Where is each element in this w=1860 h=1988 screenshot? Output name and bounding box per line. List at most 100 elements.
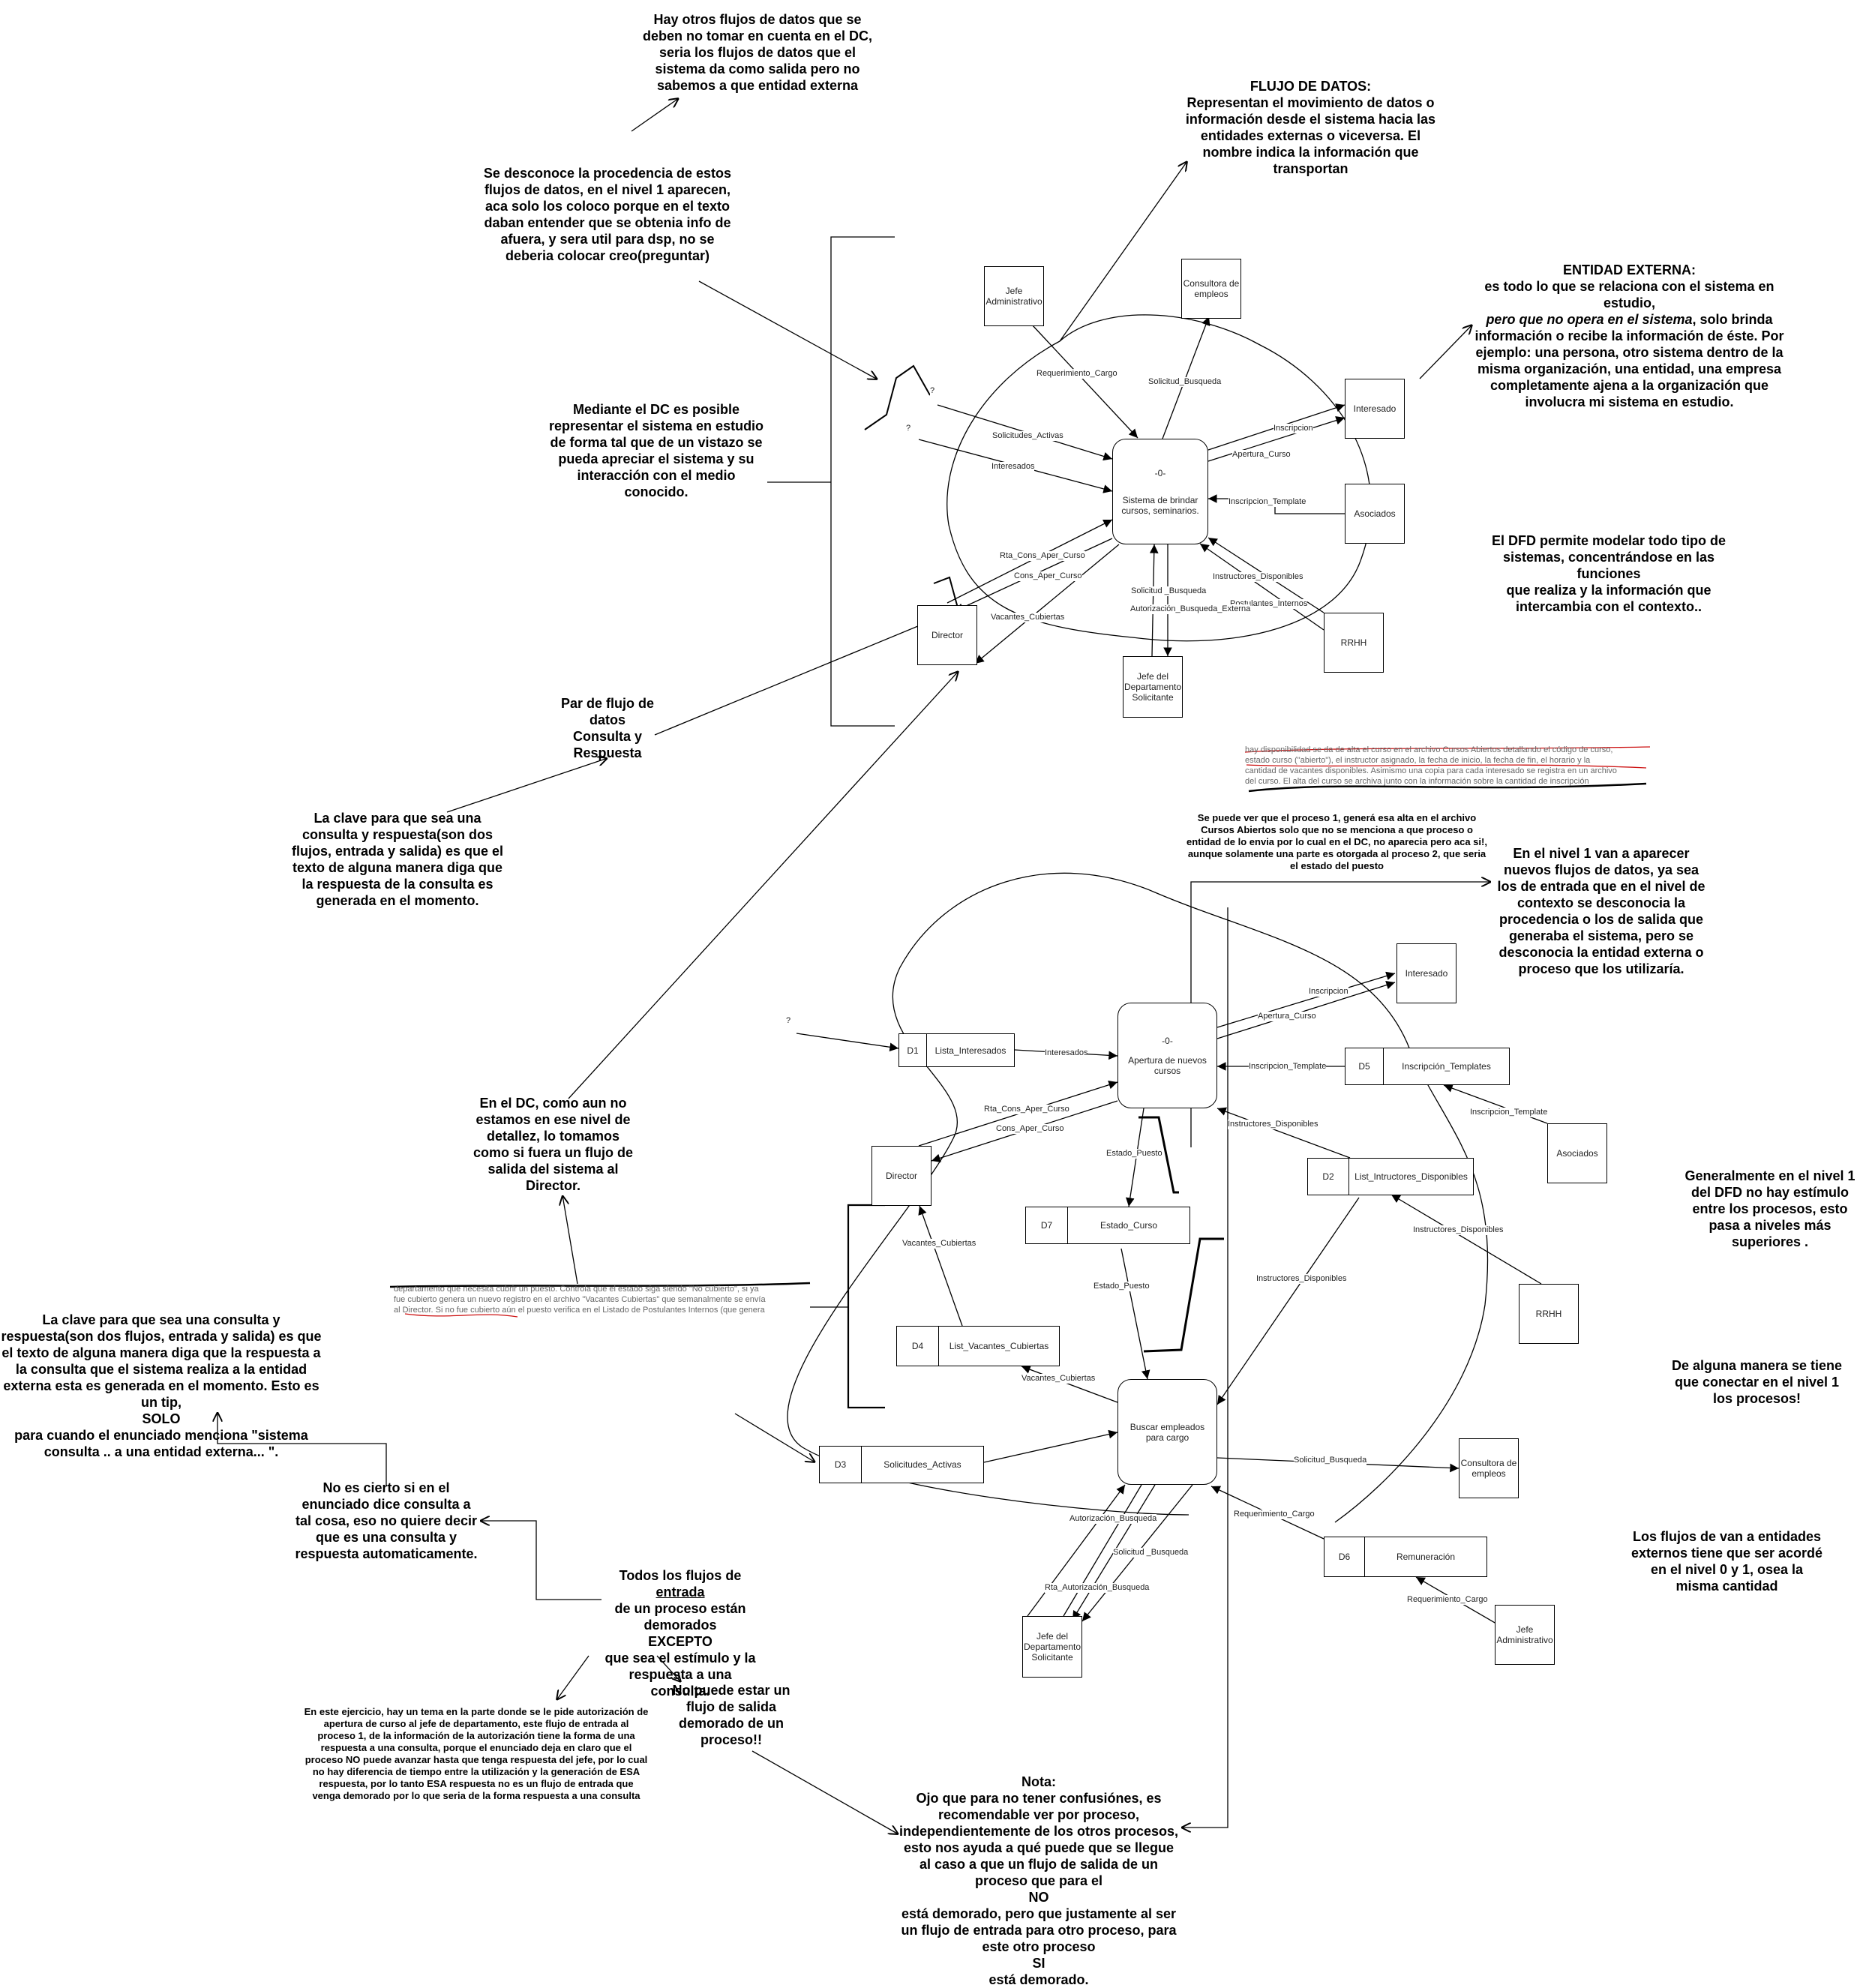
dc-entity-consultora: Consultora de empleos — [1181, 259, 1241, 319]
note-se-puede-ver: Se puede ver que el proceso 1, generá es… — [1186, 812, 1487, 871]
n1-label-estado-puesto: Estado_Puesto — [1106, 1149, 1162, 1159]
store-d7: D7 Estado_Curso — [1025, 1207, 1190, 1244]
arrow-se-desconoce — [698, 280, 878, 379]
note-de-alguna-manera: De alguna manera se tiene que conectar e… — [1671, 1358, 1843, 1406]
dc-flow-sol-busq2 — [1149, 544, 1159, 657]
store-d1: D1 Lista_Interesados — [898, 1033, 1015, 1067]
scanned-text-bottom: departamento que necesita cubrir un pues… — [394, 1284, 810, 1320]
n1-label-rta-cons: Rta_Cons_Aper_Curso — [984, 1105, 1070, 1114]
arrow-flujo-datos — [1059, 161, 1187, 342]
note-clave-consulta-2: La clave para que sea una consulta y res… — [0, 1295, 322, 1460]
bracket-small-1 — [864, 364, 931, 430]
dc-entity-jefe-depto: Jefe del Departamento Solicitante — [1123, 656, 1183, 718]
scribble-bot-black — [389, 1282, 811, 1288]
note-flujo-datos-body: Representan el movimiento de datos o inf… — [1185, 95, 1436, 176]
scan-bot-line2: fue cubierto genera un nuevo registro en… — [394, 1295, 766, 1304]
n1-entity-jefe-depto: Jefe del Departamento Solicitante — [1022, 1616, 1082, 1678]
note-otros-flujos: Hay otros flujos de datos que se deben n… — [642, 12, 873, 93]
bracket-dc-left — [830, 236, 895, 727]
n1-process-1-name: Apertura de nuevos cursos — [1128, 1054, 1207, 1076]
n1-label-sol-busq2: Solicitud _Busqueda — [1113, 1548, 1189, 1558]
note-entidad-externa-body1: es todo lo que se relaciona con el siste… — [1484, 279, 1774, 310]
n1-flow-instr-disp3 — [1216, 1197, 1360, 1405]
n1-label-rta-autoriz: Rta_Autorización_Busqueda — [1045, 1583, 1150, 1593]
arrow-en-el-dc — [568, 671, 958, 1099]
arrow-otros-flujos — [631, 98, 679, 132]
scan-bot-line1: departamento que necesita cubrir un pues… — [394, 1285, 759, 1294]
n1-flow-instr-disp — [1216, 1107, 1351, 1159]
note-clave2-b: para cuando el enunciado menciona "siste… — [14, 1428, 308, 1459]
dc-label-req-cargo: Requerimiento_Cargo — [1036, 369, 1118, 379]
dc-label-q2: ? — [906, 424, 911, 433]
dc-process-name: Sistema de brindar cursos, seminarios. — [1121, 494, 1199, 516]
note-nota-si: SI — [1032, 1956, 1046, 1971]
dc-flow-vacantes — [974, 544, 1120, 664]
store-d2-name: List_Intructores_Disponibles — [1354, 1171, 1468, 1182]
n1-flow-instr-disp2 — [1390, 1194, 1542, 1285]
store-d4-name: List_Vacantes_Cubiertas — [949, 1341, 1049, 1351]
dc-label-autoriz: Autorización_Busqueda_Externa — [1130, 604, 1251, 614]
note-clave2-bold: SOLO — [142, 1411, 181, 1426]
n1-entity-rrhh: RRHH — [1519, 1284, 1579, 1344]
n1-label-estado-puesto2: Estado_Puesto — [1094, 1282, 1150, 1291]
dc-boundary — [946, 314, 1372, 642]
note-todos-u: entrada — [656, 1585, 705, 1600]
arrow-entidad-externa — [1419, 325, 1472, 379]
n1-entity-director: Director — [872, 1146, 932, 1206]
store-d3: D3 Solicitudes_Activas — [819, 1446, 984, 1483]
n1-label-req-cargo2: Requerimiento_Cargo — [1407, 1595, 1488, 1605]
n1-flow-apertura — [1216, 980, 1396, 1039]
n1-label-apertura: Apertura_Curso — [1258, 1012, 1316, 1021]
n1-label-instr-disp: Instructores_Disponibles — [1228, 1120, 1318, 1129]
n1-label-insc-template2: Inscripcion_Template — [1470, 1108, 1548, 1117]
n1-process-2: Buscar empleados para cargo — [1118, 1379, 1217, 1485]
dc-entity-director: Director — [917, 605, 977, 665]
scan-bot-line3: al Director. Si no fue cubierto aún el p… — [394, 1306, 765, 1315]
dc-flow-post-internos — [1199, 543, 1324, 631]
note-entidad-externa: ENTIDAD EXTERNA: es todo lo que se relac… — [1470, 245, 1789, 410]
n1-flow-estado-puesto2 — [1120, 1248, 1150, 1380]
n1-flow-insc-template2 — [1443, 1084, 1548, 1124]
dc-process: -0- Sistema de brindar cursos, seminario… — [1112, 439, 1208, 544]
dc-flow-rta-cons — [946, 519, 1113, 604]
dc-flow-req-cargo — [1030, 323, 1138, 439]
note-no-puede-estar: No puede estar un flujo de salida demora… — [672, 1683, 790, 1747]
store-d2-id: D2 — [1308, 1159, 1349, 1195]
dc-label-insc-template: Inscripcion_Template — [1228, 497, 1306, 507]
n1-process-2-name: Buscar empleados para cargo — [1130, 1421, 1205, 1443]
scribble-top-2 — [1246, 764, 1647, 769]
store-d1-name: Lista_Interesados — [934, 1045, 1006, 1056]
arrow-en-el-dc-up — [562, 1195, 578, 1285]
dc-entity-asociados: Asociados — [1345, 484, 1405, 544]
store-d5-name: Inscripción_Templates — [1402, 1061, 1491, 1072]
dc-label-sol-busqueda: Solicitud_Busqueda — [1148, 377, 1222, 387]
store-d5-id: D5 — [1346, 1048, 1384, 1084]
store-d1-id: D1 — [899, 1034, 927, 1066]
dc-process-id: -0- — [1154, 467, 1166, 478]
dc-label-interesados: Interesados — [992, 462, 1035, 472]
note-clave2-a: La clave para que sea una consulta y res… — [1, 1312, 322, 1410]
arrow-par-flujo — [654, 619, 936, 736]
scribble-bot-1 — [404, 1313, 518, 1318]
n1-label-req-cargo: Requerimiento_Cargo — [1234, 1510, 1315, 1519]
n1-flow-vacantes2 — [1021, 1365, 1118, 1403]
n1-label-sol-busqueda: Solicitud_Busqueda — [1294, 1456, 1367, 1465]
scanned-text-top: hay disponibilidad se da de alta el curs… — [1245, 745, 1654, 791]
note-en-el-dc: En el DC, como aun no estamos en ese niv… — [472, 1096, 634, 1193]
scribble-top-1 — [1244, 746, 1651, 753]
arrow-clave-consulta — [446, 758, 608, 813]
note-nota-no: NO — [1028, 1890, 1049, 1905]
store-d3-name: Solicitudes_Activas — [884, 1459, 962, 1470]
store-d5: D5 Inscripción_Templates — [1345, 1048, 1510, 1085]
n1-process-1: -0- Apertura de nuevos cursos — [1118, 1003, 1217, 1108]
note-entidad-externa-body2: , solo brinda información o recibe la in… — [1474, 312, 1784, 409]
note-par-flujo: Par de flujo de datos Consulta y Respues… — [560, 696, 655, 760]
scan-top-line1: hay disponibilidad se da de alta el curs… — [1245, 745, 1613, 754]
dc-label-apertura: Apertura_Curso — [1232, 450, 1291, 460]
dc-label-cons-aper: Cons_Aper_Curso — [1014, 571, 1082, 581]
note-nota-label: Nota: — [1022, 1774, 1056, 1789]
n1-entity-asociados: Asociados — [1547, 1123, 1607, 1183]
store-d7-id: D7 — [1026, 1207, 1068, 1243]
dc-label-rta-cons: Rta_Cons_Aper_Curso — [1000, 551, 1085, 561]
dc-label-vacantes: Vacantes_Cubiertas — [991, 613, 1065, 622]
